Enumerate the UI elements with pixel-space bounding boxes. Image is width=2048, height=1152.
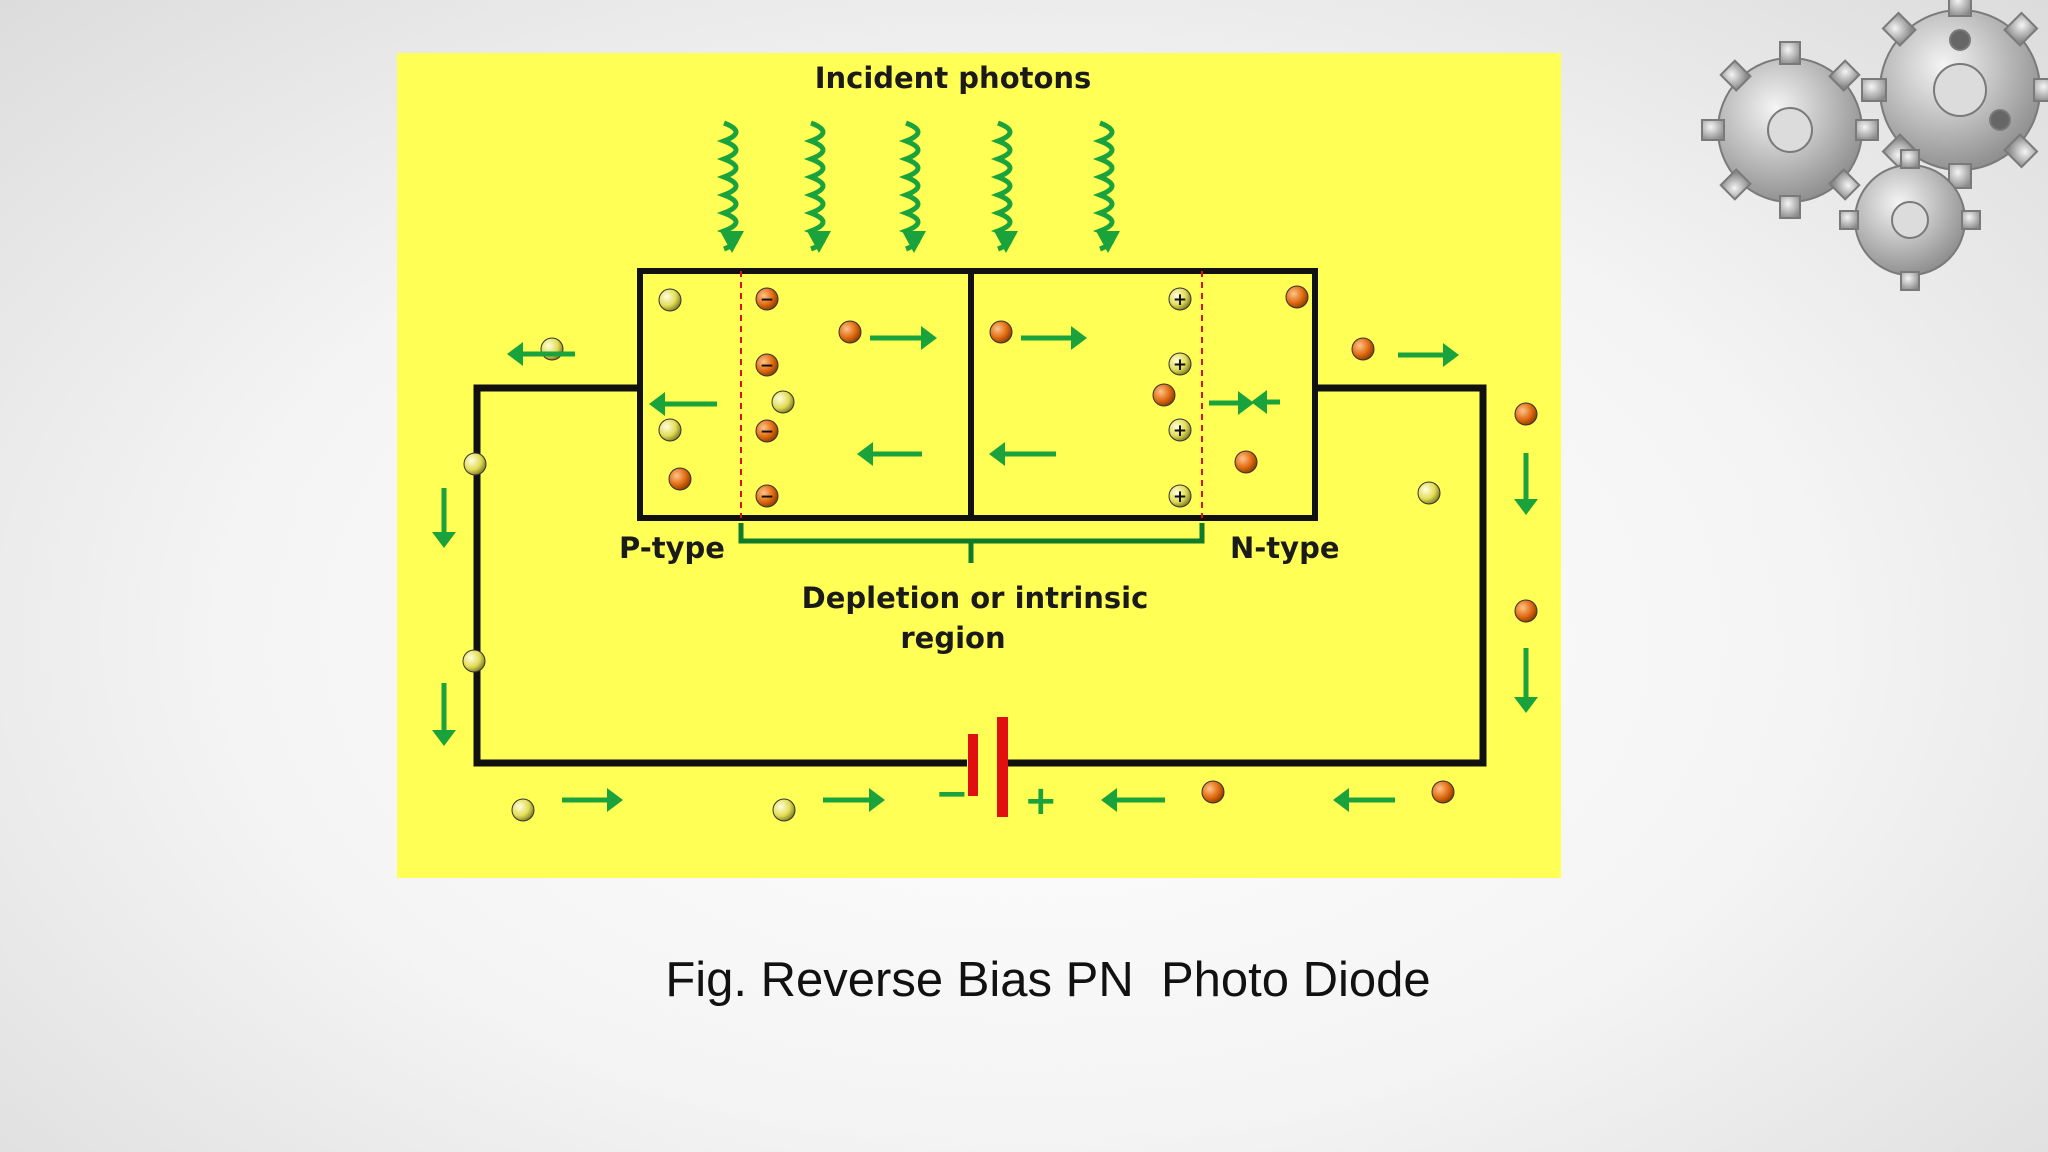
photon-arrow <box>898 120 926 253</box>
electron <box>1514 599 1538 623</box>
depletion-bracket <box>738 523 1205 563</box>
diagram-title: Incident photons <box>815 61 1092 95</box>
flow-arrow <box>823 788 885 812</box>
battery-plate-positive <box>997 717 1008 817</box>
photon-arrow <box>1092 120 1120 253</box>
n-type-label: N-type <box>1230 531 1340 565</box>
electron: − <box>755 353 779 377</box>
electron <box>1285 285 1309 309</box>
flow-arrow <box>649 392 717 416</box>
hole <box>772 798 796 822</box>
depletion-label-line2: region <box>900 621 1005 655</box>
hole: + <box>1168 287 1192 311</box>
minus-sign-icon: − <box>760 487 774 507</box>
flow-arrow <box>562 788 623 812</box>
minus-sign-icon: − <box>760 422 774 442</box>
gears-graphic <box>1701 0 2048 291</box>
hole <box>540 337 564 361</box>
battery-plate-negative <box>968 734 978 796</box>
flow-arrow <box>1209 391 1254 415</box>
photodiode-diagram: Incident photons − + P-type N-type Deple… <box>397 53 1561 878</box>
photon-arrow <box>716 120 744 253</box>
circuit-wire-right <box>1002 384 1487 767</box>
electron <box>1431 780 1455 804</box>
plus-sign-icon: + <box>1173 421 1187 441</box>
flow-arrow <box>507 342 575 366</box>
pn-junction-body <box>637 268 1318 521</box>
flow-arrow <box>1514 453 1538 515</box>
plus-sign-icon: + <box>1173 290 1187 310</box>
flow-arrow <box>432 488 456 548</box>
electron <box>1351 337 1375 361</box>
electron <box>838 320 862 344</box>
flow-arrow <box>1101 788 1165 812</box>
flow-arrow <box>432 683 456 746</box>
photon-arrow <box>803 120 831 253</box>
photon-arrow <box>990 120 1018 253</box>
p-type-label: P-type <box>619 531 725 565</box>
figure-caption: Fig. Reverse Bias PN Photo Diode <box>665 953 1431 1007</box>
circuit-wire <box>473 384 967 767</box>
hole: + <box>1168 352 1192 376</box>
depletion-label-line1: Depletion or intrinsic <box>802 581 1149 615</box>
electron: − <box>755 287 779 311</box>
electron <box>1234 450 1258 474</box>
flow-arrow <box>1251 390 1280 414</box>
electron <box>1514 402 1538 426</box>
hole <box>658 418 682 442</box>
hole <box>462 649 486 673</box>
electron <box>668 467 692 491</box>
minus-sign-icon: − <box>760 356 774 376</box>
electron <box>1152 383 1176 407</box>
flow-arrow <box>989 442 1056 466</box>
battery-plus: + <box>1024 778 1058 824</box>
photon-arrows <box>716 120 1120 253</box>
electron: − <box>755 484 779 508</box>
flow-arrow <box>857 442 922 466</box>
flow-arrow <box>870 326 937 350</box>
hole: + <box>1168 484 1192 508</box>
flow-arrow <box>1514 648 1538 713</box>
electron: − <box>755 419 779 443</box>
hole <box>463 452 487 476</box>
hole <box>1417 481 1441 505</box>
electron <box>989 320 1013 344</box>
plus-sign-icon: + <box>1173 355 1187 375</box>
carrier-flow-arrows <box>432 326 1538 812</box>
hole <box>511 798 535 822</box>
electron <box>1201 780 1225 804</box>
hole: + <box>1168 418 1192 442</box>
plus-sign-icon: + <box>1173 487 1187 507</box>
flow-arrow <box>1021 326 1087 350</box>
hole <box>771 390 795 414</box>
flow-arrow <box>1398 343 1459 367</box>
minus-sign-icon: − <box>760 290 774 310</box>
battery-minus: − <box>935 771 969 817</box>
hole <box>658 288 682 312</box>
flow-arrow <box>1333 788 1395 812</box>
charge-carriers: − − − − + + + + <box>462 285 1538 822</box>
